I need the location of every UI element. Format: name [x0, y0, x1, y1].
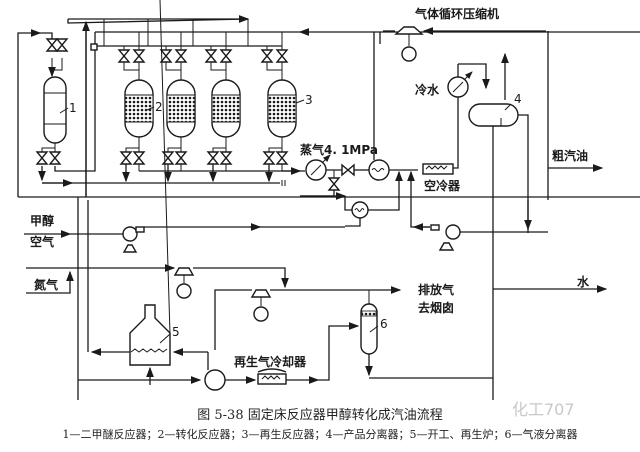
valve-icon[interactable]	[260, 49, 274, 63]
regen-compressor-icon[interactable]	[250, 289, 272, 322]
nitrogen-feed: 氮气	[26, 264, 289, 299]
regen-blower-icon[interactable]	[204, 369, 226, 391]
valve-icon[interactable]	[35, 151, 49, 165]
reactor-bottom-lines	[139, 167, 305, 186]
valve-icon[interactable]	[119, 151, 133, 165]
gasoline-pump[interactable]	[430, 224, 461, 251]
valve-icon[interactable]	[117, 49, 131, 63]
equipment-number-5: 5	[172, 325, 180, 339]
valve-icon[interactable]	[219, 49, 233, 63]
nitrogen-compressor[interactable]	[173, 267, 195, 299]
regen-compressor: 排放气 去烟囱	[214, 282, 454, 350]
methanol-feed: 甲醇 空气	[24, 213, 345, 253]
dme-reactor-1: 1	[38, 46, 280, 187]
conversion-reactor-2	[204, 32, 241, 183]
to-chimney-label: 去烟囱	[418, 300, 454, 315]
crude-gasoline-label: 粗汽油	[552, 148, 588, 163]
valve-group-top-left	[35, 38, 98, 165]
top-header-lines	[67, 15, 640, 47]
feed-effluent-exchanger	[368, 32, 418, 200]
valve-icon[interactable]	[275, 49, 289, 63]
regen-reactor-3	[260, 32, 297, 183]
compressor-icon[interactable]	[394, 26, 424, 35]
water-outlet: 水	[493, 274, 608, 293]
valve-icon[interactable]	[48, 151, 62, 165]
air-cooler-label: 空冷器	[424, 178, 461, 193]
product-pump	[410, 200, 548, 251]
compressor-label: 气体循环压缩机	[414, 6, 499, 21]
valve-icon[interactable]	[206, 151, 220, 165]
cooling-water-exchanger: 冷水	[415, 63, 490, 98]
methanol-label: 甲醇	[30, 213, 54, 228]
air-cooler: 空冷器	[422, 64, 461, 193]
valve-icon[interactable]	[45, 38, 59, 52]
feed-heater	[344, 196, 400, 227]
valve-icon[interactable]	[219, 151, 233, 165]
cooling-water-label: 冷水	[415, 82, 440, 97]
valve-icon[interactable]	[132, 49, 146, 63]
valve-icon[interactable]	[341, 163, 355, 177]
catalyst-bed	[124, 94, 154, 123]
equipment-number-4: 4	[514, 92, 522, 106]
recycle-compressor: 气体循环压缩机	[383, 6, 549, 200]
left-loop	[17, 20, 640, 400]
water-label: 水	[577, 274, 590, 289]
valve-icon[interactable]	[161, 151, 175, 165]
valve-icon[interactable]	[262, 151, 276, 165]
regen-blower-cooler: 再生气冷却器	[204, 354, 330, 391]
gas-liquid-separator-6: 6	[328, 290, 493, 379]
valve-icon[interactable]	[174, 49, 188, 63]
valve-icon[interactable]	[204, 49, 218, 63]
product-separator-4: 4 粗汽油	[468, 92, 604, 400]
dme-reactor-vessel	[43, 76, 67, 144]
steam-label: 蒸气4. 1MPa	[300, 142, 378, 157]
figure-legend: 1—二甲醚反应器；2—转化反应器；3—再生反应器；4—产品分离器；5—开工、再生…	[62, 428, 578, 441]
valve-icon[interactable]	[327, 177, 341, 191]
figure-title: 图 5-38 固定床反应器甲醇转化成汽油流程	[197, 408, 443, 423]
equipment-number-1: 1	[69, 101, 77, 115]
catalyst-bed	[211, 94, 241, 123]
equipment-number-2: 2	[155, 100, 163, 114]
junction-box-icon	[90, 43, 98, 51]
valve-icon[interactable]	[174, 151, 188, 165]
methanol-pump[interactable]	[122, 226, 145, 253]
valve-icon[interactable]	[132, 151, 146, 165]
valve-icon[interactable]	[159, 49, 173, 63]
equipment-number-3: 3	[305, 93, 313, 107]
watermark: 化工707	[512, 400, 575, 419]
motor-icon	[401, 46, 417, 62]
regen-cooler-label: 再生气冷却器	[234, 354, 307, 369]
equipment-number-6: 6	[380, 317, 388, 331]
startup-furnace-5: 5	[78, 0, 209, 385]
valve-icon[interactable]	[55, 38, 69, 52]
valve-icon[interactable]	[275, 151, 289, 165]
conversion-reactor-2	[117, 32, 154, 183]
catalyst-bed	[267, 94, 297, 123]
conversion-reactor-2	[159, 32, 196, 183]
catalyst-bed	[166, 94, 196, 123]
air-label: 空气	[30, 234, 54, 249]
nitrogen-label: 氮气	[34, 277, 58, 292]
vent-gas-label: 排放气	[418, 282, 454, 297]
steam-heater: 蒸气4. 1MPa	[300, 142, 378, 200]
